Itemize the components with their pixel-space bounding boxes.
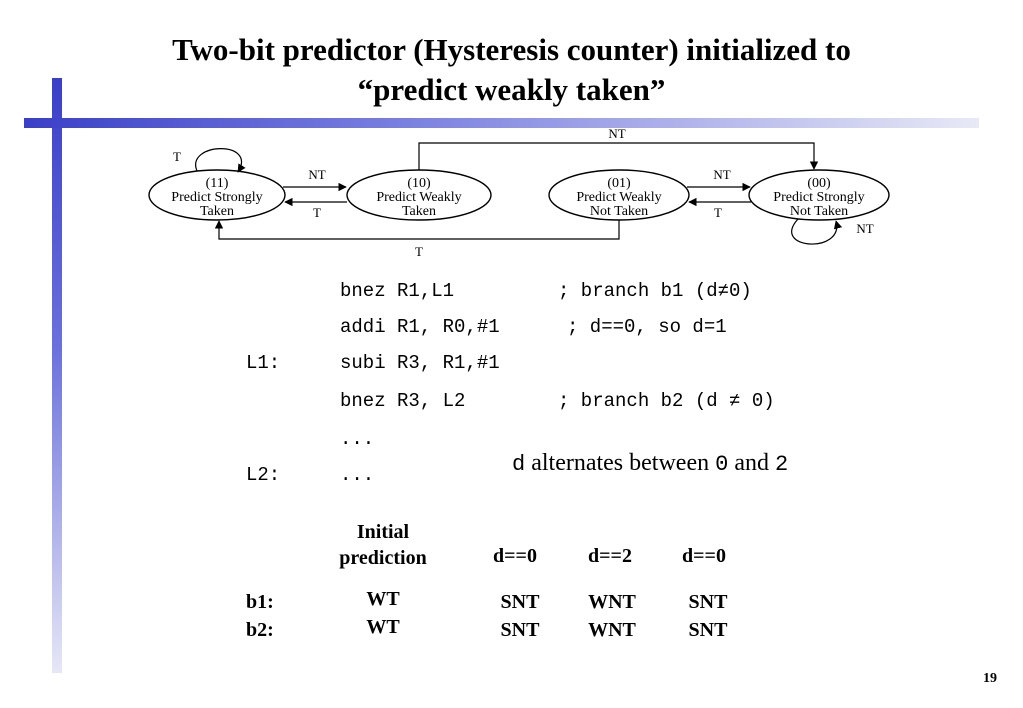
label-11-self: T [173, 149, 181, 164]
arrow-11-self [195, 148, 246, 173]
code-line-2-comment: ; d==0, so d=1 [567, 316, 727, 338]
label-01-to-00: NT [713, 167, 730, 182]
state-00-line2: Not Taken [790, 204, 848, 219]
page-number: 19 [983, 671, 997, 686]
arrow-00-self [791, 218, 843, 245]
code-listing: bnez R1,L1 ; branch b1 (d≠0) addi R1, R0… [0, 0, 775, 486]
note-text-2: and [734, 450, 769, 476]
initial-prediction-header: Initial prediction [318, 519, 448, 571]
row-b2-val-3: SNT [688, 619, 728, 641]
state-10-code: (10) [407, 176, 431, 191]
note-val-2: 2 [774, 452, 789, 477]
code-line-4-instr: bnez R3, L2 [340, 390, 466, 412]
col-header-1: d==0 [493, 545, 537, 567]
code-line-6-label: L2: [246, 464, 281, 486]
code-line-4-comment: ; branch b2 (d ≠ 0) [558, 390, 775, 412]
state-01-code: (01) [607, 176, 631, 191]
label-01-to-11: T [415, 244, 423, 259]
code-line-1-comment: ; branch b1 (d≠0) [558, 280, 752, 302]
state-11-code: (11) [206, 176, 229, 191]
note-text-1: alternates between [531, 450, 710, 476]
col-header-2: d==2 [588, 545, 632, 567]
row-b1-val-3: SNT [688, 591, 728, 613]
arrow-01-to-11 [214, 220, 620, 240]
label-00-self: NT [856, 221, 873, 236]
state-11-line1: Predict Strongly [171, 190, 262, 205]
state-01-line1: Predict Weakly [576, 190, 661, 205]
col-header-3: d==0 [682, 545, 726, 567]
alternation-note: d alternates between 0 and 2 [512, 450, 788, 477]
state-10-line2: Taken [402, 204, 436, 219]
title-line-1: Two-bit predictor (Hysteresis counter) i… [172, 32, 851, 67]
state-10-line1: Predict Weakly [376, 190, 461, 205]
label-10-to-00: NT [608, 126, 625, 141]
top-accent-bar [24, 118, 979, 128]
row-b2-initial: WT [366, 616, 400, 638]
arrow-10-to-00 [418, 142, 819, 170]
row-b1-val-1: SNT [500, 591, 540, 613]
initial-header-line-1: Initial [356, 521, 410, 543]
label-10-to-11: T [313, 205, 321, 220]
state-11: (11) Predict Strongly Taken [148, 169, 286, 221]
note-val-1: 0 [715, 452, 729, 477]
row-b2-label: b2: [246, 619, 274, 641]
code-line-6-instr: ... [340, 464, 375, 486]
title-line-2: “predict weakly taken” [357, 72, 666, 107]
state-01: (01) Predict Weakly Not Taken [548, 169, 690, 221]
note-var: d [512, 452, 526, 477]
label-11-to-10: NT [308, 167, 325, 182]
state-10: (10) Predict Weakly Taken [346, 169, 492, 221]
code-line-3-instr: subi R3, R1,#1 [340, 352, 500, 374]
slide-title: Two-bit predictor (Hysteresis counter) i… [0, 30, 1023, 110]
state-00-code: (00) [807, 176, 831, 191]
row-b1-val-2: WNT [588, 591, 636, 613]
row-b1-initial: WT [366, 588, 400, 610]
state-01-line2: Not Taken [590, 204, 648, 219]
code-line-5-instr: ... [340, 428, 375, 450]
initial-header-line-2: prediction [339, 547, 427, 569]
state-11-line2: Taken [200, 204, 234, 219]
left-accent-bar [52, 78, 62, 673]
row-b1-label: b1: [246, 591, 274, 613]
state-00-line1: Predict Strongly [773, 190, 864, 205]
code-line-1-instr: bnez R1,L1 [340, 280, 455, 302]
state-00: (00) Predict Strongly Not Taken [748, 169, 890, 221]
row-b2-val-2: WNT [588, 619, 636, 641]
code-line-3-label: L1: [246, 352, 281, 374]
label-00-to-01: T [714, 205, 722, 220]
row-b2-val-1: SNT [500, 619, 540, 641]
code-line-2-instr: addi R1, R0,#1 [340, 316, 500, 338]
